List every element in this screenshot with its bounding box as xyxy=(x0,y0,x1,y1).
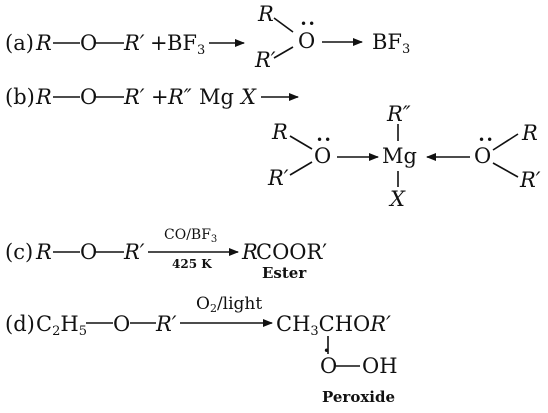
b-grignard-r: R″ xyxy=(168,85,192,109)
a-product: BF3 xyxy=(372,30,411,57)
b-right-lone-pair: •• xyxy=(478,133,495,147)
b-right-r-bottom: R′ xyxy=(520,168,541,192)
b-grignard-x: X xyxy=(241,85,256,109)
label-a: (a) xyxy=(5,31,34,55)
c-product-caption: Ester xyxy=(262,264,307,282)
a-bond-o-r-top xyxy=(273,17,294,33)
b-left-lone-pair: •• xyxy=(316,133,333,147)
a-rp: R′ xyxy=(124,31,145,55)
d-o: O xyxy=(113,312,131,336)
d-peroxide-oh: OH xyxy=(362,354,398,378)
d-ethyl: C2H5 xyxy=(36,312,87,339)
d-rp: R′ xyxy=(156,312,177,336)
c-condition: 425 K xyxy=(172,257,212,271)
c-reagent: CO/BF3 xyxy=(164,227,218,245)
c-product-r: R xyxy=(242,240,258,264)
b-left-o: O xyxy=(314,144,332,168)
b-rp: R′ xyxy=(124,85,145,109)
b-center-mg: Mg xyxy=(382,144,417,168)
b-center-rpp: R″ xyxy=(387,102,411,126)
d-peroxide-o: O xyxy=(320,354,338,378)
b-r: R xyxy=(36,85,52,109)
a-complex-o: O xyxy=(298,29,316,53)
d-product: CH3CHOR′ xyxy=(276,312,391,339)
b-right-r-top: R xyxy=(522,121,538,145)
d-product-caption: Peroxide xyxy=(322,388,396,406)
b-left-r-top: R xyxy=(272,120,288,144)
a-lone-pair: •• xyxy=(300,17,317,31)
b-left-bond-bottom xyxy=(289,161,313,176)
c-product-main: COOR′ xyxy=(256,240,328,264)
label-d: (d) xyxy=(5,312,35,336)
label-c: (c) xyxy=(5,240,34,264)
b-right-bond-top xyxy=(492,133,519,151)
a-complex-r-top: R xyxy=(258,2,274,26)
a-complex-r-bottom: R′ xyxy=(255,48,276,72)
a-reagent: BF3 xyxy=(167,31,206,58)
a-r: R xyxy=(36,31,52,55)
label-b: (b) xyxy=(5,85,35,109)
b-left-bond-top xyxy=(289,135,313,150)
a-o: O xyxy=(80,31,98,55)
a-bond-o-r-bottom xyxy=(273,46,294,59)
b-right-bond-bottom xyxy=(492,162,519,178)
b-center-x: X xyxy=(390,187,405,211)
b-right-o: O xyxy=(474,144,492,168)
d-reagent: O2/light xyxy=(196,294,263,315)
d-lone-pair: • xyxy=(323,344,331,358)
b-grignard-mg: Mg xyxy=(199,85,234,109)
b-left-r-bottom: R′ xyxy=(268,166,289,190)
c-o: O xyxy=(80,240,98,264)
c-rp: R′ xyxy=(124,240,145,264)
c-r: R xyxy=(36,240,52,264)
b-plus: + xyxy=(151,85,169,109)
a-plus: + xyxy=(150,31,168,55)
b-o: O xyxy=(80,85,98,109)
